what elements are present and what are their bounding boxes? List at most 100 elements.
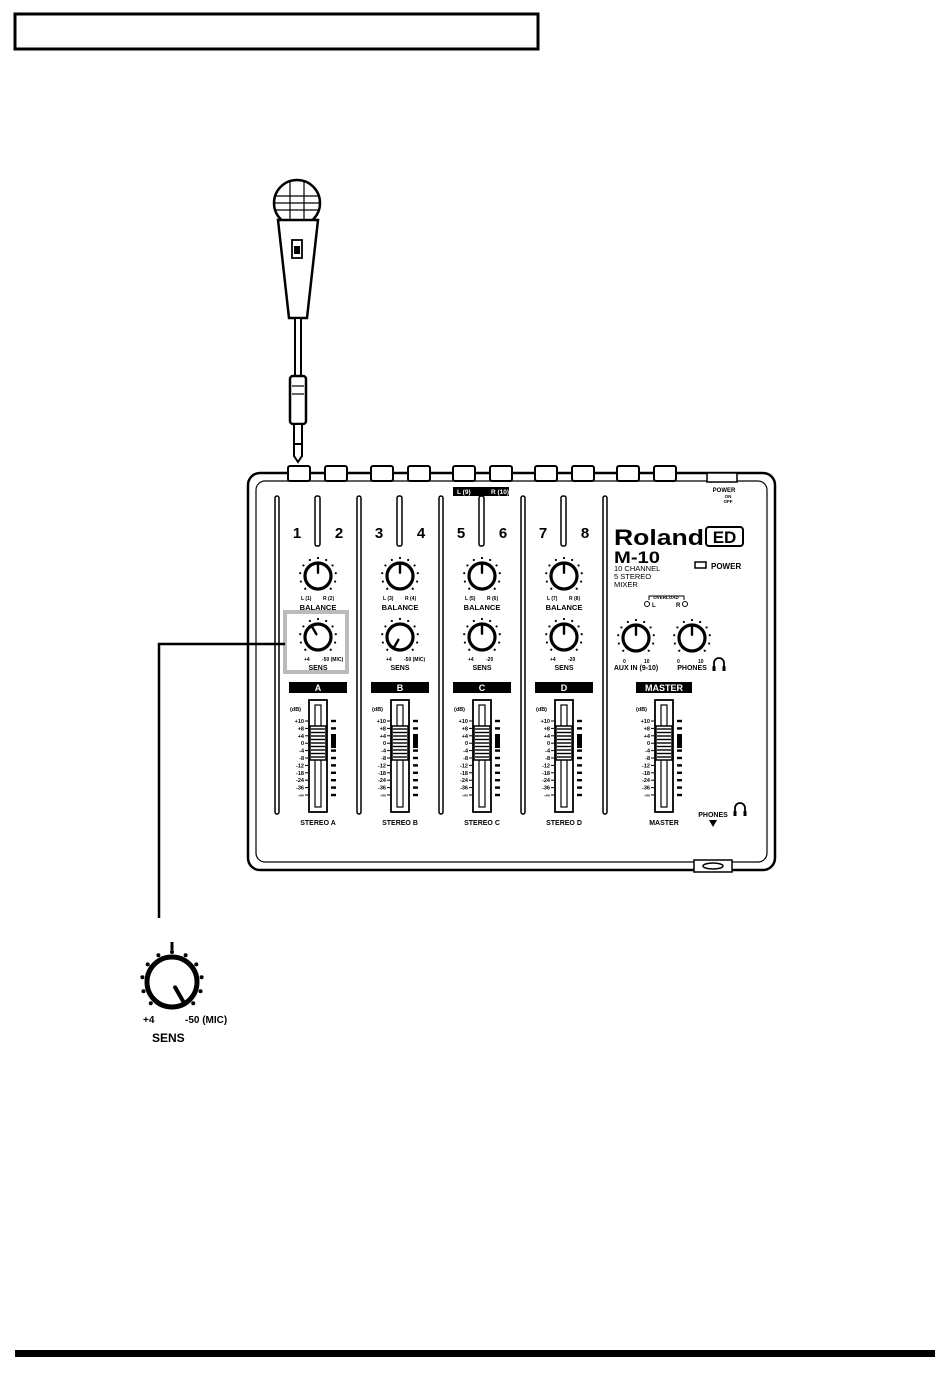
overload-right-label: R bbox=[676, 603, 681, 609]
aux-in-knob[interactable] bbox=[617, 618, 655, 653]
fader-knob[interactable] bbox=[473, 725, 491, 761]
input-jack[interactable] bbox=[616, 465, 640, 482]
fader-scale-tick: +8 bbox=[644, 726, 650, 732]
fader-knob[interactable] bbox=[555, 725, 573, 761]
sens-knob-c[interactable] bbox=[463, 617, 501, 652]
fader-scale-tick: -∞ bbox=[462, 793, 468, 799]
fader-scale-tick: -36 bbox=[542, 786, 550, 792]
fader-knob[interactable] bbox=[391, 725, 409, 761]
overload-label: OVERLOAD bbox=[653, 595, 679, 600]
stereo-label: STEREO D bbox=[546, 820, 582, 827]
power-switch-label: POWER bbox=[713, 488, 736, 494]
input-jack[interactable] bbox=[571, 465, 595, 482]
fader-scale-tick: -8 bbox=[381, 756, 386, 762]
phones-level-knob[interactable] bbox=[673, 618, 711, 653]
fader-scale-unit: (dB) bbox=[372, 707, 383, 713]
phones-jack-arrow bbox=[709, 820, 717, 827]
fader-scale-tick: -24 bbox=[642, 778, 651, 784]
sens-knob-b[interactable] bbox=[381, 617, 419, 652]
cable-slot bbox=[560, 495, 567, 547]
fader-knob[interactable] bbox=[309, 725, 327, 761]
sens-min-label: +4 bbox=[304, 657, 310, 663]
brand-suffix: ED bbox=[713, 528, 737, 547]
fader-scale-tick: +4 bbox=[544, 734, 551, 740]
input-jack-row bbox=[287, 465, 677, 482]
fader-knob[interactable] bbox=[655, 725, 673, 761]
fader-a: (dB)+10+8+40-4-8-12-18-24-36-∞ bbox=[290, 699, 336, 813]
fader-scale-tick: -36 bbox=[296, 786, 304, 792]
balance-label: BALANCE bbox=[300, 603, 337, 612]
phones-knob-min: 0 bbox=[677, 659, 680, 665]
balance-knob-c[interactable] bbox=[463, 556, 501, 591]
balance-right-label: R (6) bbox=[487, 596, 498, 602]
strip-divider bbox=[356, 495, 362, 815]
phones-knob-max: 10 bbox=[698, 659, 704, 665]
overload-bracket bbox=[644, 595, 688, 607]
sens-knob-enlarged[interactable] bbox=[140, 942, 204, 1010]
fader-scale-tick: -12 bbox=[542, 763, 550, 769]
master-strip-label: MASTER bbox=[645, 683, 684, 693]
balance-left-label: L (3) bbox=[383, 596, 394, 602]
sens-max-label: -20 bbox=[486, 657, 493, 663]
channel-number: 1 bbox=[293, 525, 301, 542]
phones-knob-label: PHONES bbox=[677, 665, 707, 672]
cable-slot bbox=[396, 495, 403, 547]
fader-scale-tick: +10 bbox=[541, 719, 550, 725]
sens-max-label: -50 (MIC) bbox=[404, 657, 425, 663]
fader-scale-tick: +4 bbox=[380, 734, 387, 740]
balance-right-label: R (8) bbox=[569, 596, 580, 602]
power-switch-on: ON bbox=[725, 494, 732, 499]
sens-knob-a[interactable] bbox=[299, 617, 337, 652]
input-jack[interactable] bbox=[653, 465, 677, 482]
sens-min-label: +4 bbox=[468, 657, 474, 663]
fader-scale-tick: -∞ bbox=[380, 793, 386, 799]
channel-number: 2 bbox=[335, 525, 343, 542]
input-jack[interactable] bbox=[534, 465, 558, 482]
channel-number: 8 bbox=[581, 525, 589, 542]
fader-scale-tick: -12 bbox=[642, 763, 650, 769]
balance-knob-b[interactable] bbox=[381, 556, 419, 591]
callout-knob-label: SENS bbox=[152, 1031, 185, 1045]
balance-left-label: L (7) bbox=[547, 596, 558, 602]
power-indicator bbox=[694, 561, 707, 569]
fader-scale-tick: +10 bbox=[641, 719, 650, 725]
input-jack[interactable] bbox=[370, 465, 394, 482]
aux-jack-label-right: R (10) bbox=[491, 489, 509, 496]
cable-slot bbox=[478, 495, 485, 547]
input-jack[interactable] bbox=[407, 465, 431, 482]
channel-letter-bar bbox=[371, 682, 429, 693]
fader-scale-tick: +10 bbox=[295, 719, 304, 725]
fader-scale-tick: -12 bbox=[296, 763, 304, 769]
microphone-icon bbox=[272, 178, 322, 377]
balance-knob-d[interactable] bbox=[545, 556, 583, 591]
channel-letter-bar bbox=[453, 682, 511, 693]
headphones-icon bbox=[712, 657, 726, 671]
balance-knob-a[interactable] bbox=[299, 556, 337, 591]
fader-scale-tick: -8 bbox=[299, 756, 304, 762]
sens-knob-d[interactable] bbox=[545, 617, 583, 652]
power-indicator-label: POWER bbox=[711, 562, 741, 571]
input-jack[interactable] bbox=[489, 465, 513, 482]
model-name: M-10 bbox=[614, 548, 660, 567]
channel-letter: A bbox=[315, 683, 322, 693]
fader-scale-tick: +4 bbox=[462, 734, 469, 740]
fader-scale-tick: 0 bbox=[301, 741, 304, 747]
channel-strips: 1 2 L (1) R (2)BALANCE +4 -50 (MIC) SENS A (dB) +… bbox=[274, 495, 608, 827]
power-switch[interactable] bbox=[706, 472, 738, 483]
input-jack[interactable] bbox=[452, 465, 476, 482]
input-jack[interactable] bbox=[287, 465, 311, 482]
balance-right-label: R (2) bbox=[323, 596, 334, 602]
strip-divider bbox=[602, 495, 608, 815]
headphones-icon bbox=[733, 802, 747, 816]
master-bottom-label: MASTER bbox=[649, 820, 679, 827]
fader-scale-tick: -4 bbox=[463, 749, 469, 755]
fader-scale-tick: -18 bbox=[296, 771, 304, 777]
input-jack[interactable] bbox=[324, 465, 348, 482]
sens-label: SENS bbox=[390, 665, 409, 672]
model-description-1: 10 CHANNEL bbox=[614, 564, 660, 573]
balance-left-label: L (1) bbox=[301, 596, 312, 602]
sens-knob-dial[interactable] bbox=[140, 950, 204, 1010]
